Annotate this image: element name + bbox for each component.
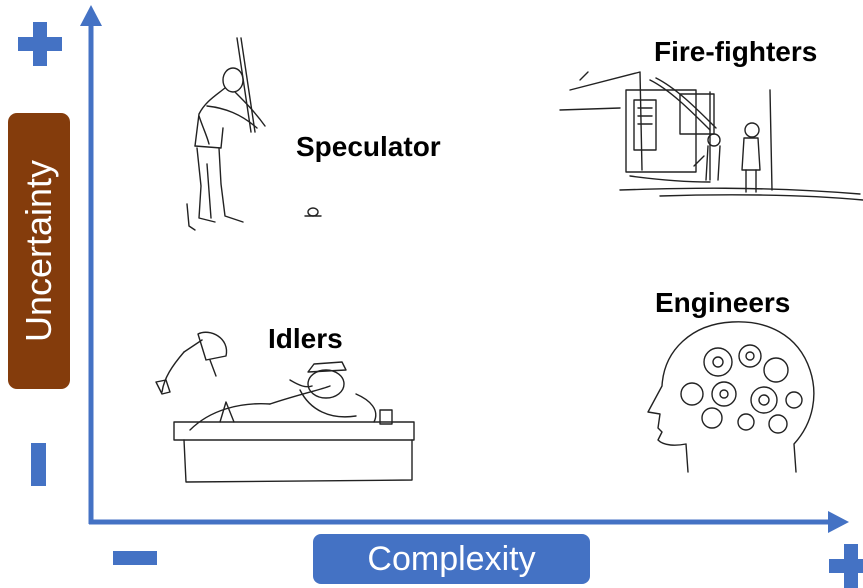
- y-axis-arrowhead: [80, 5, 102, 26]
- engineer-head-sketch: [647, 321, 815, 473]
- quadrant-label-engineers: Engineers: [655, 287, 791, 318]
- x-low-minus-icon: [113, 551, 157, 565]
- y-axis-label-box: Uncertainty: [8, 113, 70, 389]
- y-low-minus-icon: [31, 443, 46, 486]
- x-axis-label-box: Complexity: [313, 534, 590, 584]
- x-axis-arrowhead: [828, 511, 849, 533]
- y-high-plus-icon: [18, 22, 62, 66]
- fire-fighters-sketch: [559, 71, 863, 201]
- golfer-sketch: [186, 37, 322, 231]
- x-axis-label: Complexity: [367, 539, 536, 578]
- quadrant-label-speculator: Speculator: [296, 131, 441, 162]
- y-axis-label: Uncertainty: [18, 159, 60, 343]
- x-high-plus-icon: [829, 544, 863, 588]
- idler-sketch: [155, 331, 415, 483]
- quadrant-label-fire-fighters: Fire-fighters: [654, 36, 818, 67]
- quadrant-label-idlers: Idlers: [268, 323, 343, 354]
